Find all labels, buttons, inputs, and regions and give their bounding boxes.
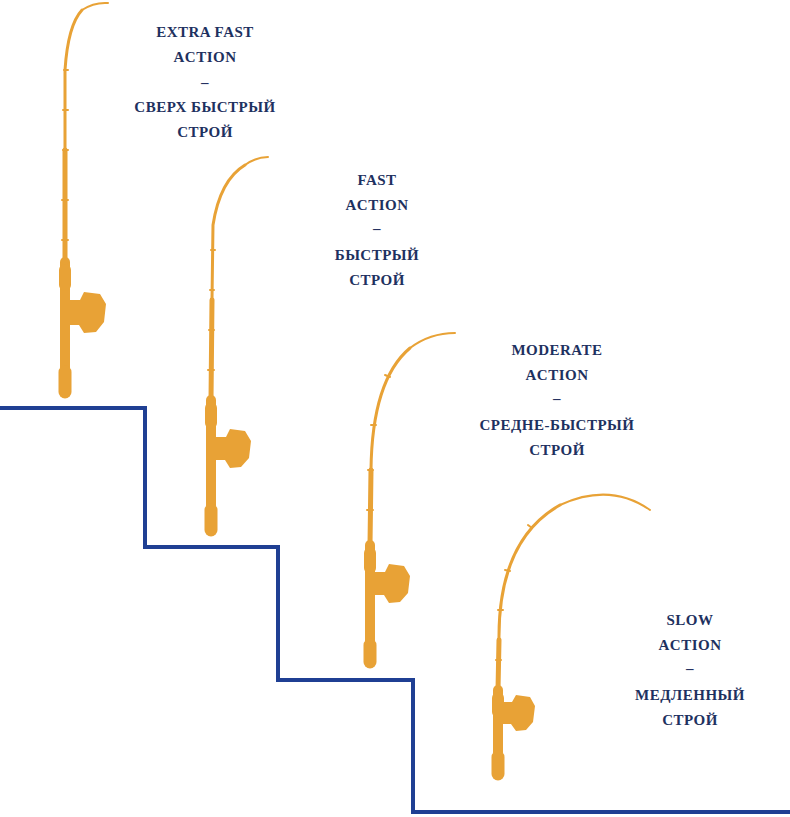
- slow-rod: [496, 495, 650, 774]
- action-label: СВЕРХ БЫСТРЫЙ СТРОЙ: [125, 95, 285, 145]
- extra-fast-rod: [62, 3, 108, 392]
- action-label: SLOW ACTION: [654, 608, 726, 658]
- action-label: МЕДЛЕННЫЙ СТРОЙ: [633, 683, 748, 733]
- fast-rod: [208, 157, 268, 530]
- reel: [69, 292, 106, 333]
- action-label: –: [670, 656, 710, 681]
- action-label: –: [537, 386, 577, 411]
- action-label: EXTRA FAST ACTION: [149, 20, 261, 70]
- reel: [215, 429, 251, 468]
- action-label: –: [357, 216, 397, 241]
- staircase-line: [0, 408, 790, 812]
- action-label: БЫСТРЫЙ СТРОЙ: [332, 243, 422, 293]
- reel: [374, 564, 410, 603]
- action-label: СРЕДНЕ-БЫСТРЫЙ СТРОЙ: [465, 413, 650, 463]
- action-label: FAST ACTION: [341, 168, 413, 218]
- moderate-rod: [367, 333, 455, 662]
- reel: [502, 695, 535, 731]
- action-label: MODERATE ACTION: [507, 338, 607, 388]
- action-label: –: [185, 70, 225, 95]
